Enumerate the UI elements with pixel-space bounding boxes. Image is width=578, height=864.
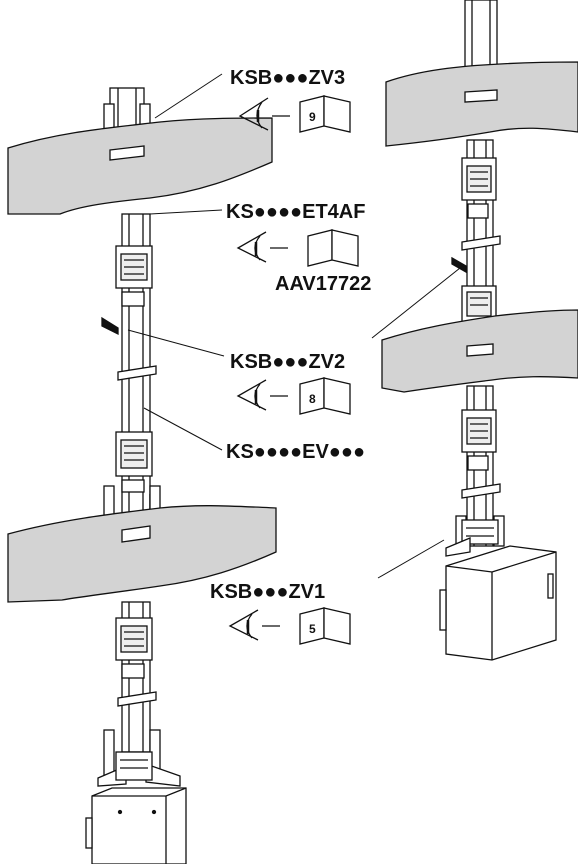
left-riser — [7, 87, 277, 864]
eye-icon — [238, 97, 290, 131]
right-tapoff-2 — [461, 285, 497, 325]
book-page-zv3: 9 — [309, 110, 316, 124]
label-ks-ev: KS●●●●EV●●● — [226, 441, 365, 463]
book-icon — [299, 607, 351, 645]
feed-box-left — [85, 787, 187, 864]
right-tapoff-3 — [461, 409, 497, 471]
floor-slab-right-top — [385, 61, 578, 147]
feed-box-right — [439, 545, 557, 661]
leader-lines — [127, 73, 461, 579]
joint-band-2 — [117, 691, 157, 707]
book-icon — [299, 377, 351, 415]
right-tapoff-1 — [461, 157, 497, 219]
floor-slab-1 — [7, 117, 273, 215]
book-page-zv2: 8 — [309, 392, 316, 406]
leader-zv3 — [154, 73, 223, 119]
label-ks-et4af: KS●●●●ET4AF — [226, 201, 365, 223]
right-joint-band-2 — [461, 483, 501, 499]
labels: KSB●●●ZV3 KS●●●●ET4AF AAV17722 KSB●●●ZV2… — [210, 67, 371, 603]
leader-et4af — [149, 209, 223, 215]
right-joint-band-1 — [461, 235, 501, 251]
leader-zv1-right — [377, 539, 445, 579]
right-riser — [381, 0, 578, 661]
leader-ev — [143, 407, 223, 451]
right-hanger — [451, 256, 467, 274]
label-ksb-zv1: KSB●●●ZV1 — [210, 581, 325, 603]
bracket-zv1-right — [445, 515, 505, 557]
eye-icon — [236, 379, 288, 411]
wall-hanger — [101, 316, 119, 336]
label-aav: AAV17722 — [275, 273, 371, 295]
book-icon — [299, 95, 351, 133]
eye-icon — [236, 231, 288, 263]
bracket-zv1-left — [97, 729, 181, 787]
tapoff-unit-2 — [115, 431, 153, 493]
label-ksb-zv3: KSB●●●ZV3 — [230, 67, 345, 89]
eye-icon — [228, 609, 280, 641]
floor-slab-2 — [7, 505, 277, 603]
tapoff-unit-3 — [115, 617, 153, 679]
leader-zv2-right — [371, 267, 461, 339]
leader-zv2-left — [127, 329, 225, 357]
joint-band-1 — [117, 365, 157, 381]
book-icon — [307, 229, 359, 267]
tapoff-unit-1 — [115, 245, 153, 307]
book-page-zv1: 5 — [309, 622, 316, 636]
label-ksb-zv2: KSB●●●ZV2 — [230, 351, 345, 373]
